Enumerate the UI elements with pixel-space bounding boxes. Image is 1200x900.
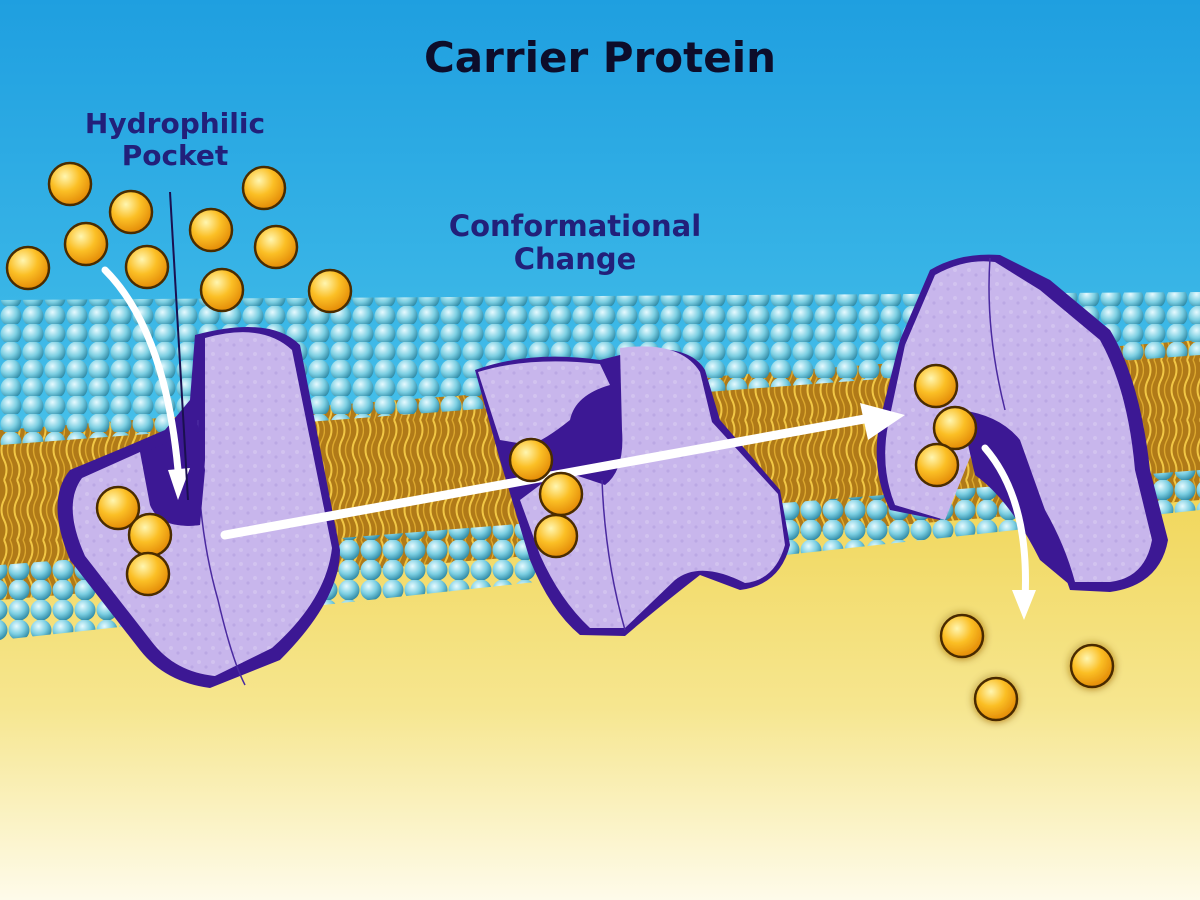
- solute-molecule-icon: [533, 513, 579, 559]
- conformational-change-label: Conformational Change: [420, 209, 730, 277]
- solute-molecule-icon: [508, 437, 554, 483]
- carrier-protein-intermediate: [475, 346, 790, 636]
- solute-molecule-icon: [108, 189, 154, 235]
- solute-molecule-icon: [932, 405, 978, 451]
- solute-molecule-icon: [188, 207, 234, 253]
- hydrophilic-pocket-pointer: [169, 191, 189, 501]
- conformational-label-line1: Conformational: [448, 209, 702, 243]
- solute-molecule-icon: [199, 267, 245, 313]
- solute-molecule-icon: [95, 485, 141, 531]
- solute-group-outside: [5, 161, 353, 314]
- solute-molecule-icon: [914, 442, 960, 488]
- solute-molecule-icon: [63, 221, 109, 267]
- solute-molecule-icon: [47, 161, 93, 207]
- solute-group-inside: [939, 613, 1115, 722]
- solute-group-bound: [95, 363, 978, 597]
- solute-molecule-icon: [5, 245, 51, 291]
- solute-molecule-icon: [307, 268, 353, 314]
- hydrophilic-label-line1: Hydrophilic: [84, 107, 266, 140]
- diagram-title: Carrier Protein: [423, 33, 777, 82]
- solute-molecule-icon: [939, 613, 985, 659]
- solute-molecule-icon: [1069, 643, 1115, 689]
- conformational-label-line2: Change: [513, 242, 637, 277]
- solute-molecule-icon: [127, 512, 173, 558]
- solute-molecule-icon: [253, 224, 299, 270]
- hydrophilic-label-line2: Pocket: [121, 139, 229, 173]
- solute-molecule-icon: [241, 165, 287, 211]
- solute-molecule-icon: [124, 244, 170, 290]
- solute-molecule-icon: [538, 471, 584, 517]
- hydrophilic-pocket-label: Hydrophilic Pocket: [50, 107, 300, 173]
- solute-molecule-icon: [125, 551, 171, 597]
- solute-molecule-icon: [913, 363, 959, 409]
- solute-molecule-icon: [973, 676, 1019, 722]
